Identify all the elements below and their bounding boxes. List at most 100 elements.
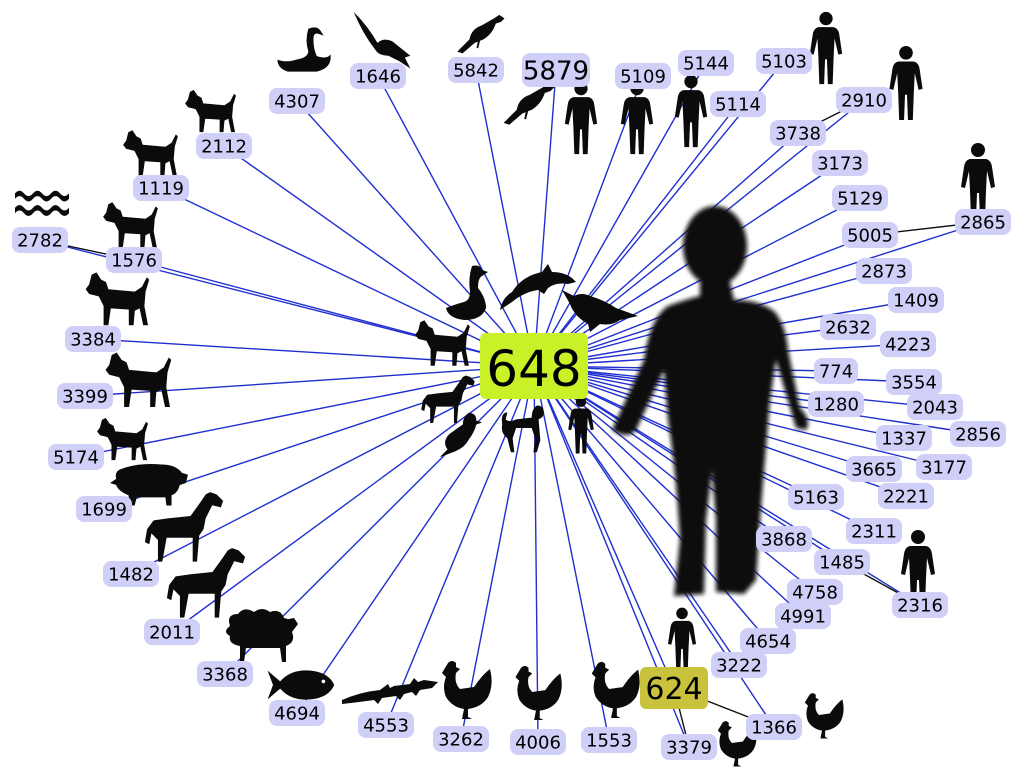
node-5144[interactable]: 5144 — [678, 50, 734, 76]
node-5109[interactable]: 5109 — [615, 63, 671, 89]
node-1553[interactable]: 1553 — [581, 727, 637, 753]
node-3384[interactable]: 3384 — [65, 326, 121, 352]
node-label: 2311 — [851, 521, 897, 542]
node-3262[interactable]: 3262 — [433, 726, 489, 752]
node-5103[interactable]: 5103 — [756, 48, 812, 74]
node-1409[interactable]: 1409 — [888, 287, 944, 313]
node-2865[interactable]: 2865 — [955, 209, 1011, 235]
dog-icon — [185, 90, 236, 132]
node-label: 4991 — [780, 606, 826, 627]
node-label: 2043 — [912, 397, 958, 418]
node-3868[interactable]: 3868 — [756, 526, 812, 552]
hub-node[interactable]: 648 — [480, 333, 588, 399]
node-1699[interactable]: 1699 — [76, 496, 132, 522]
node-1485[interactable]: 1485 — [814, 549, 870, 575]
node-label: 1699 — [81, 499, 127, 520]
node-label: 5144 — [683, 53, 729, 74]
chicken-icon — [515, 666, 561, 720]
node-4223[interactable]: 4223 — [880, 331, 936, 357]
node-label: 1366 — [751, 717, 797, 738]
node-5114[interactable]: 5114 — [710, 91, 766, 117]
swan-icon — [277, 27, 330, 71]
node-label: 5109 — [620, 66, 666, 87]
node-1280[interactable]: 1280 — [808, 391, 864, 417]
node-2910[interactable]: 2910 — [836, 87, 892, 113]
node-774[interactable]: 774 — [814, 358, 858, 384]
node-4307[interactable]: 4307 — [269, 88, 325, 114]
node-3173[interactable]: 3173 — [812, 150, 868, 176]
node-2856[interactable]: 2856 — [950, 421, 1006, 447]
human-icon — [961, 143, 995, 219]
node-label: 4758 — [792, 582, 838, 603]
node-1119[interactable]: 1119 — [133, 175, 189, 201]
node-1482[interactable]: 1482 — [103, 561, 159, 587]
node-label: 1576 — [111, 250, 157, 271]
node-label: 2011 — [149, 622, 195, 643]
node-label: 3379 — [666, 737, 712, 758]
human-icon — [668, 608, 696, 671]
node-1646[interactable]: 1646 — [350, 63, 406, 89]
node-label: 2112 — [201, 136, 247, 157]
node-label: 1409 — [893, 290, 939, 311]
node-2632[interactable]: 2632 — [820, 314, 876, 340]
sheep-icon — [226, 609, 298, 662]
node-label: 3738 — [775, 123, 821, 144]
node-5174[interactable]: 5174 — [48, 444, 104, 470]
crow-icon — [504, 83, 555, 124]
node-label: 3173 — [817, 153, 863, 174]
node-5005[interactable]: 5005 — [842, 222, 898, 248]
node-2011[interactable]: 2011 — [144, 619, 200, 645]
secondary-hub-node[interactable]: 624 — [640, 667, 708, 709]
node-label: 1485 — [819, 552, 865, 573]
node-label: 1553 — [586, 730, 632, 751]
node-3368[interactable]: 3368 — [197, 661, 253, 687]
node-3177[interactable]: 3177 — [916, 454, 972, 480]
node-label: 5879 — [523, 56, 589, 86]
node-2873[interactable]: 2873 — [856, 258, 912, 284]
node-2043[interactable]: 2043 — [907, 394, 963, 420]
node-3554[interactable]: 3554 — [886, 369, 942, 395]
node-3738[interactable]: 3738 — [770, 120, 826, 146]
node-5879[interactable]: 5879 — [522, 53, 590, 87]
node-3379[interactable]: 3379 — [661, 734, 717, 760]
fish-icon — [268, 670, 335, 699]
node-2311[interactable]: 2311 — [846, 518, 902, 544]
node-5163[interactable]: 5163 — [788, 484, 844, 510]
node-1576[interactable]: 1576 — [106, 247, 162, 273]
node-3399[interactable]: 3399 — [57, 383, 113, 409]
node-2112[interactable]: 2112 — [196, 133, 252, 159]
node-5842[interactable]: 5842 — [448, 57, 504, 83]
edge-648-4307 — [297, 101, 534, 366]
node-label: 1337 — [881, 428, 927, 449]
node-label: 2910 — [841, 90, 887, 111]
node-4758[interactable]: 4758 — [787, 579, 843, 605]
node-2782[interactable]: 2782 — [12, 227, 68, 253]
node-label: 774 — [819, 361, 853, 382]
node-label: 4553 — [363, 715, 409, 736]
node-2316[interactable]: 2316 — [892, 592, 948, 618]
hub-label: 648 — [486, 340, 581, 398]
node-4553[interactable]: 4553 — [358, 712, 414, 738]
node-label: 3868 — [761, 529, 807, 550]
node-4006[interactable]: 4006 — [510, 729, 566, 755]
node-1366[interactable]: 1366 — [746, 714, 802, 740]
node-4654[interactable]: 4654 — [740, 628, 796, 654]
node-label: 3399 — [62, 386, 108, 407]
node-label: 1119 — [138, 178, 184, 199]
node-1337[interactable]: 1337 — [876, 425, 932, 451]
node-4991[interactable]: 4991 — [775, 603, 831, 629]
node-label: 3262 — [438, 729, 484, 750]
monkey-icon — [502, 405, 544, 452]
node-5129[interactable]: 5129 — [832, 185, 888, 211]
node-label: 5163 — [793, 487, 839, 508]
node-label: 5842 — [453, 60, 499, 81]
dog-icon — [86, 272, 150, 325]
lizard-icon — [342, 678, 438, 704]
node-3665[interactable]: 3665 — [846, 456, 902, 482]
chicken-icon — [592, 662, 640, 718]
node-4694[interactable]: 4694 — [269, 700, 325, 726]
node-2221[interactable]: 2221 — [878, 483, 934, 509]
node-label: 4654 — [745, 631, 791, 652]
edge-648-4694 — [297, 366, 534, 713]
node-3222[interactable]: 3222 — [711, 652, 767, 678]
